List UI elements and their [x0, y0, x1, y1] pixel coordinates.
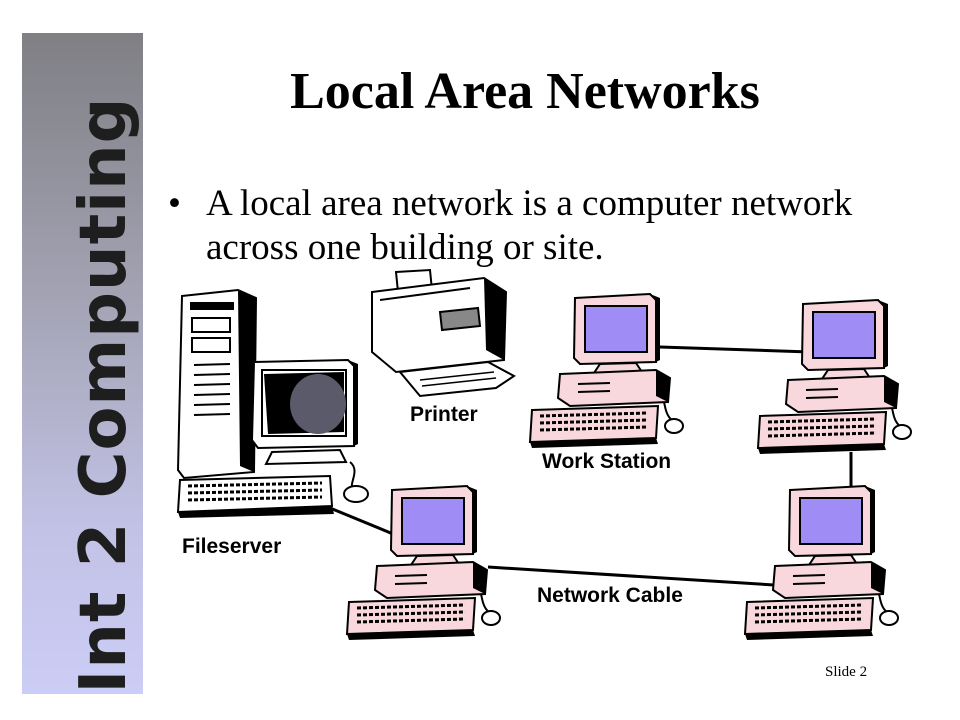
bullet-text: A local area network is a computer netwo… [206, 183, 853, 268]
printer-label: Printer [410, 403, 478, 426]
network-cables [329, 345, 853, 588]
fileserver-label: Fileserver [182, 535, 282, 558]
workstation-bottom-left [345, 484, 502, 642]
bullet-marker: • [168, 183, 181, 224]
workstation-top-left [528, 292, 685, 450]
printer-device [371, 268, 516, 398]
workstation-bottom-right [743, 484, 900, 642]
work-station-label: Work Station [542, 450, 672, 473]
sidebar-banner: Int 2 Computing [22, 33, 143, 694]
slide-number: Slide 2 [825, 664, 868, 680]
workstation-top-right [756, 298, 913, 456]
fileserver-computer [176, 288, 369, 518]
network-cable-label: Network Cable [537, 584, 683, 607]
slide-title: Local Area Networks [290, 63, 760, 120]
